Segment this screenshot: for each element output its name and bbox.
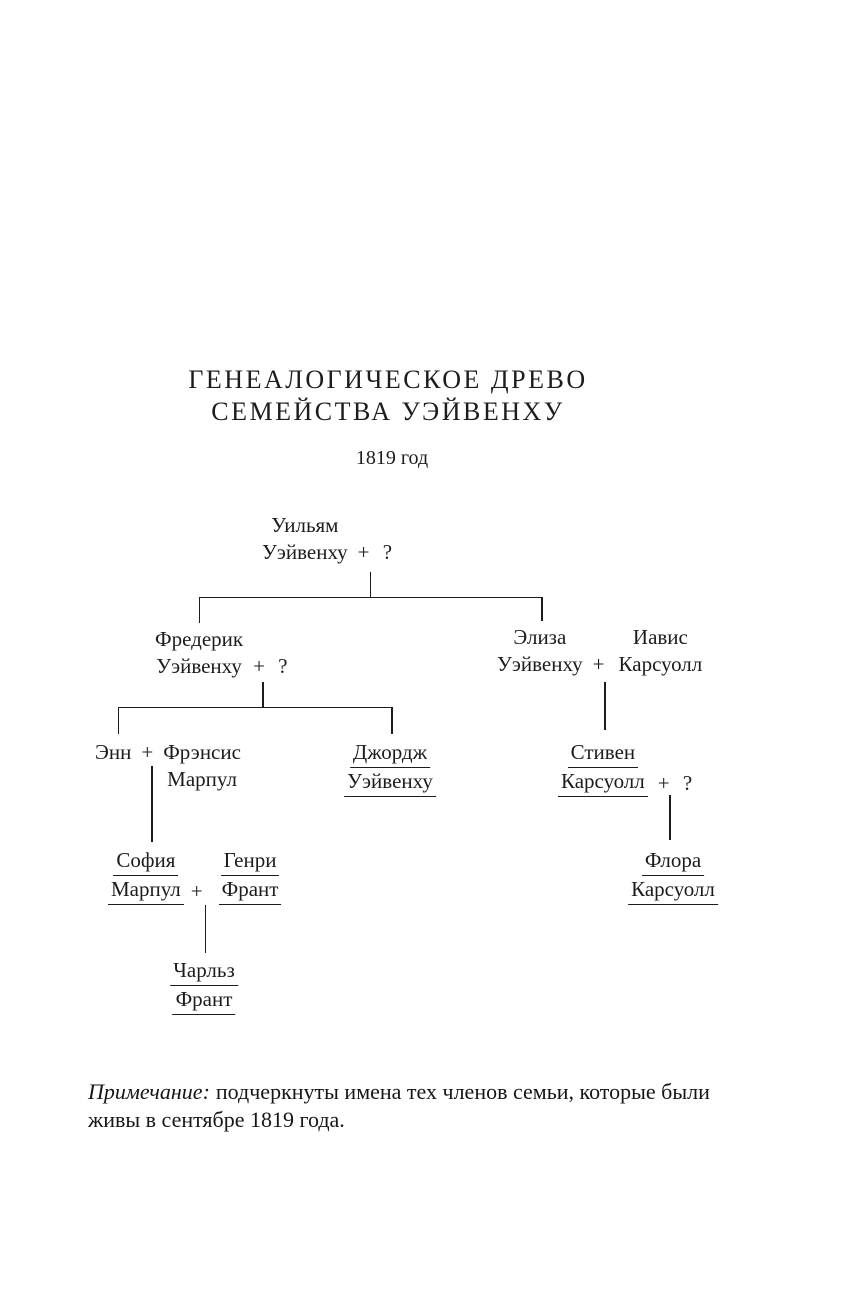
- last-name: Карсуолл: [628, 876, 718, 905]
- first-name: Стивен: [567, 739, 639, 768]
- connector-stephen-stem: [669, 795, 671, 840]
- connector-william-bar: [198, 596, 543, 598]
- person-frederick-wavenhoe: Фредерик Уэйвенху + ?: [155, 626, 288, 680]
- first-name: Элиза: [513, 625, 567, 649]
- connector-william-stem: [369, 572, 371, 598]
- first-name: Фредерик: [155, 627, 244, 651]
- first-name: Флора: [641, 847, 705, 876]
- connector-drop-ann: [117, 706, 119, 734]
- unknown-spouse: + ?: [657, 771, 693, 795]
- connector-drop-george: [391, 706, 393, 734]
- last-name: Уэйвенху: [262, 540, 348, 564]
- unknown-spouse: + ?: [253, 654, 288, 678]
- marriage-plus: +: [190, 879, 203, 903]
- person-charles-frant: Чарльз Франт: [170, 957, 238, 1015]
- first-name: Джордж: [349, 739, 431, 768]
- last-name: Уэйвенху: [156, 654, 242, 678]
- couple-sophia-henry: София Марпул + Генри Франт: [108, 847, 282, 905]
- connector-sophia-stem: [204, 905, 206, 953]
- last-name: Франт: [218, 876, 282, 905]
- last-name: Карсуолл: [618, 652, 703, 676]
- last-name: Уэйвенху: [497, 652, 583, 676]
- connector-eliza-stem: [604, 682, 606, 730]
- marriage-plus: +: [141, 740, 154, 764]
- last-name: Марпул: [108, 876, 184, 905]
- last-name: Карсуолл: [558, 768, 648, 797]
- last-name: Франт: [172, 986, 236, 1015]
- first-name: Фрэнсис: [163, 740, 241, 764]
- couple-ann-francis: Энн + Фрэнсис Марпул: [95, 739, 241, 793]
- title-line2: СЕМЕЙСТВА УЭЙВЕНХУ: [211, 397, 565, 426]
- first-name: Уильям: [271, 513, 339, 537]
- title-line1: ГЕНЕАЛОГИЧЕСКОЕ ДРЕВО: [188, 365, 588, 394]
- couple-eliza-iavis: Элиза Уэйвенху + Иавис Карсуолл: [497, 624, 702, 678]
- first-name: Энн: [95, 740, 132, 764]
- first-name: Чарльз: [170, 957, 238, 986]
- connector-drop-frederick: [198, 596, 200, 623]
- connector-frederick-stem: [262, 682, 264, 708]
- first-name: София: [113, 847, 179, 876]
- person-stephen-carswall: Стивен Карсуолл + ?: [558, 739, 692, 797]
- footnote-label: Примечание:: [88, 1079, 210, 1104]
- person-william-wavenhoe: Уильям Уэйвенху + ?: [262, 512, 392, 566]
- first-name: Иавис: [632, 625, 688, 649]
- unknown-spouse: + ?: [357, 540, 393, 564]
- footnote-text-line1: подчеркнуты имена тех членов семьи, кото…: [215, 1079, 710, 1104]
- person-george-wavenhoe: Джордж Уэйвенху: [344, 739, 436, 797]
- tree-title: ГЕНЕАЛОГИЧЕСКОЕ ДРЕВО СЕМЕЙСТВА УЭЙВЕНХУ: [188, 364, 587, 428]
- tree-year: 1819 год: [355, 447, 429, 469]
- footnote: Примечание:подчеркнуты имена тех членов …: [88, 1078, 710, 1133]
- first-name: Генри: [220, 847, 280, 876]
- last-name: Уэйвенху: [344, 768, 436, 797]
- connector-drop-eliza: [541, 596, 543, 621]
- connector-frederick-bar: [117, 706, 393, 708]
- marriage-plus: +: [592, 652, 605, 676]
- person-flora-carswall: Флора Карсуолл: [628, 847, 718, 905]
- connector-ann-stem: [151, 766, 153, 842]
- footnote-text-line2: живы в сентябре 1819 года.: [88, 1106, 345, 1132]
- last-name: Марпул: [167, 767, 237, 791]
